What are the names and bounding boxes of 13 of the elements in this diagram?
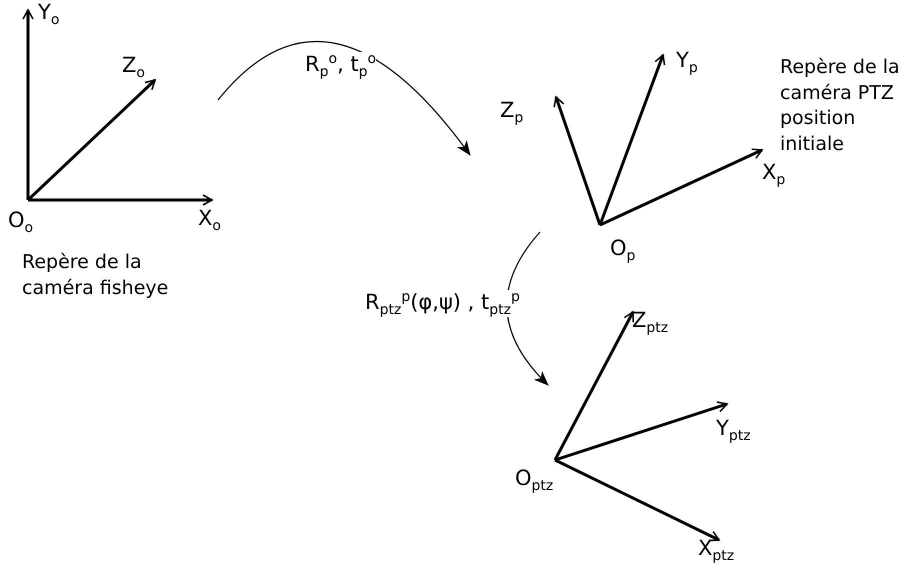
curved-arrow: [218, 41, 471, 156]
axis-label: Z$_{o}$: [122, 55, 145, 80]
axis-label: X$_{o}$: [198, 208, 221, 234]
axis-label: O$_{o}$: [8, 210, 34, 236]
axis-label: Y$_{ptz}$: [716, 418, 751, 444]
frame-caption: Repère de la caméra fisheye: [22, 250, 170, 301]
axis-label: Z$_{p}$: [500, 100, 524, 126]
axis-label: Y$_{p}$: [676, 50, 698, 76]
frame-caption: Repère de la caméra PTZ position initiale: [780, 55, 901, 157]
axis-label: Y$_{o}$: [38, 2, 60, 28]
axis-label: X$_{p}$: [762, 162, 786, 188]
axis-label: Z$_{ptz}$: [632, 310, 668, 336]
axis-label: X$_{ptz}$: [698, 538, 734, 564]
